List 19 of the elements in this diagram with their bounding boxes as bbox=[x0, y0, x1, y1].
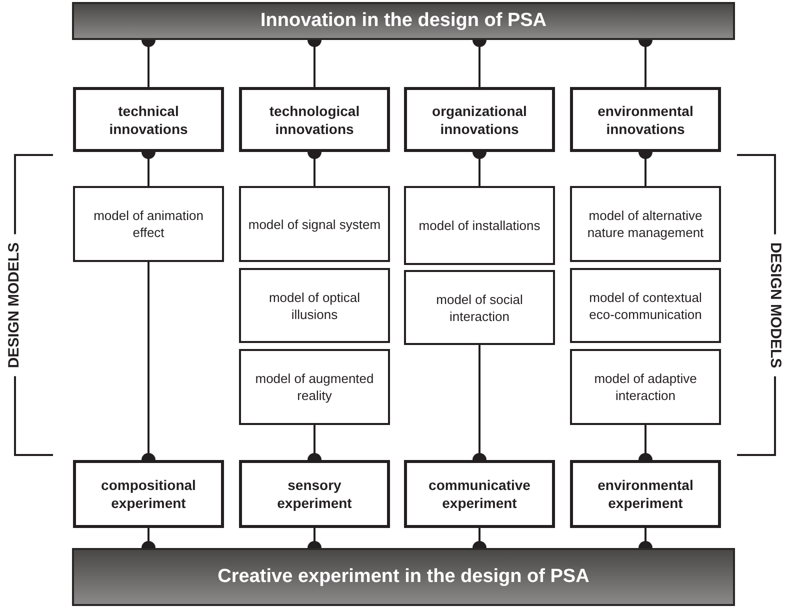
title-bar: Creative experiment in the design of PSA bbox=[72, 548, 735, 606]
model-box: model of alternative nature management bbox=[570, 186, 721, 262]
category-box: compositional experiment bbox=[73, 460, 224, 528]
category-box: communicative experiment bbox=[404, 460, 555, 528]
model-box: model of signal system bbox=[239, 186, 390, 262]
category-box: environmental innovations bbox=[570, 87, 721, 152]
title-bar: Innovation in the design of PSA bbox=[72, 2, 735, 40]
model-box: model of social interaction bbox=[404, 270, 555, 345]
category-box: sensory experiment bbox=[239, 460, 390, 528]
category-box: environmental experiment bbox=[570, 460, 721, 528]
model-box: model of contextual eco-communication bbox=[570, 268, 721, 343]
model-box: model of animation effect bbox=[73, 186, 224, 262]
model-box: model of augmented reality bbox=[239, 349, 390, 425]
model-box: model of installations bbox=[404, 186, 555, 265]
category-box: organizational innovations bbox=[404, 87, 555, 152]
model-box: model of adaptive interaction bbox=[570, 349, 721, 425]
model-box: model of optical illusions bbox=[239, 268, 390, 343]
category-box: technological innovations bbox=[239, 87, 390, 152]
category-box: technical innovations bbox=[73, 87, 224, 152]
